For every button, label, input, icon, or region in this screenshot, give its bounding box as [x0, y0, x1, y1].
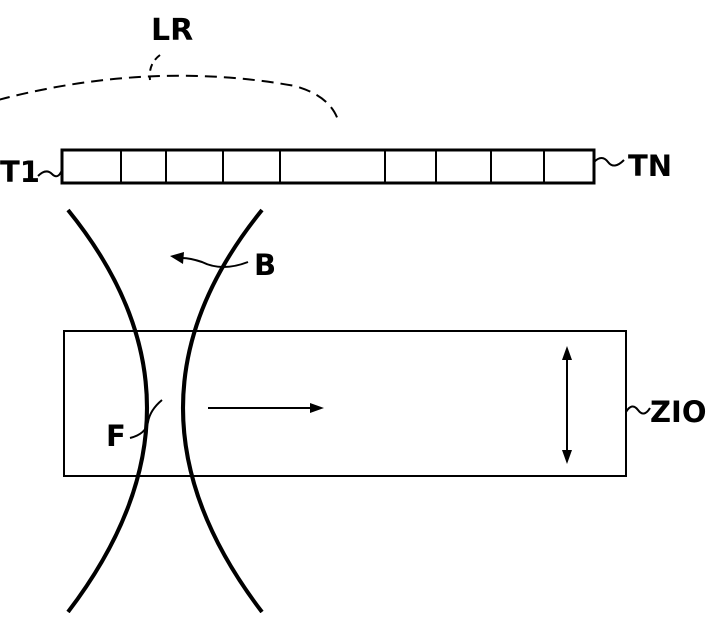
b-leader — [182, 258, 248, 267]
label-b: B — [254, 248, 276, 282]
tn-leader — [594, 158, 624, 166]
horizontal-arrowhead — [310, 403, 324, 413]
label-zio: ZIO — [650, 395, 706, 429]
array-outline — [62, 150, 594, 183]
t1-leader — [38, 170, 62, 176]
b-arrowhead — [170, 252, 184, 264]
label-lr: LR — [151, 13, 193, 48]
beam-left-curve — [68, 210, 147, 612]
label-f: F — [106, 419, 126, 453]
transducer-array — [62, 150, 594, 183]
vertical-arrowhead-bottom — [562, 450, 572, 464]
vertical-arrowhead-top — [562, 346, 572, 360]
zio-leader — [626, 406, 650, 413]
label-t1: T1 — [0, 155, 40, 189]
beam-right-curve — [183, 210, 262, 612]
label-tn: TN — [628, 149, 672, 183]
lr-brace-arc — [0, 76, 338, 120]
